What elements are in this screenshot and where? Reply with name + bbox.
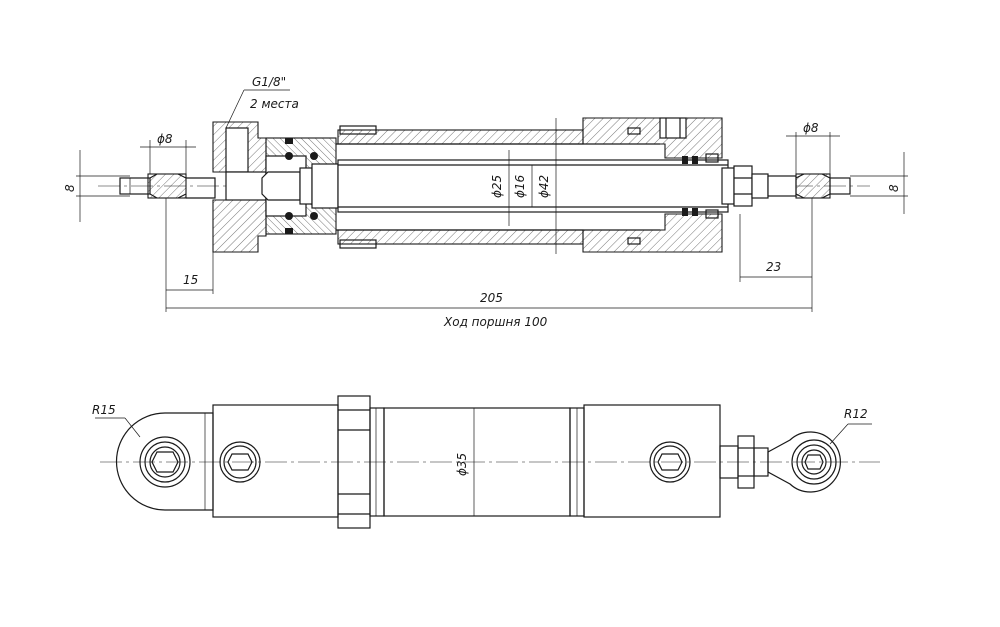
piston [261,137,339,235]
left-height-label: 8 [63,184,77,192]
left-body [212,404,339,518]
external-barrel: ϕ35 [383,407,585,517]
right-rod-end-eye: R12 [719,407,872,493]
stroke-note-label: Ход поршня 100 [443,315,548,329]
left-pin [119,173,216,199]
port-thread-label: G1/8" [252,75,286,89]
left-radius-label: R15 [92,403,116,417]
external-view: R15 ϕ35 [92,395,880,529]
right-radius-label: R12 [844,407,868,421]
inner-dia-label: ϕ16 [513,174,527,198]
right-rod-end [721,165,851,207]
left-pin-dia-label: ϕ8 [157,132,173,146]
right-pin-dia-label: ϕ8 [803,121,819,135]
overall-length-label: 205 [480,291,503,305]
left-end-cap [212,121,267,253]
rod [337,159,729,213]
port-count-label: 2 места [250,97,299,111]
left-offset-label: 15 [183,273,198,287]
right-end-cap [582,117,723,253]
body-dia-label: ϕ35 [455,453,469,476]
right-height-label: 8 [887,184,901,192]
section-dimensions: ϕ8 8 G1/8" 2 места ϕ25 ϕ16 ϕ42 ϕ8 [63,75,908,329]
bore-dia-label: ϕ42 [537,175,551,198]
section-view: ϕ8 8 G1/8" 2 места ϕ25 ϕ16 ϕ42 ϕ8 [63,75,908,329]
left-clevis-eye: R15 [92,403,214,511]
right-offset-label: 23 [766,260,781,274]
rod-dia-label: ϕ25 [490,175,504,198]
right-body [583,404,721,518]
